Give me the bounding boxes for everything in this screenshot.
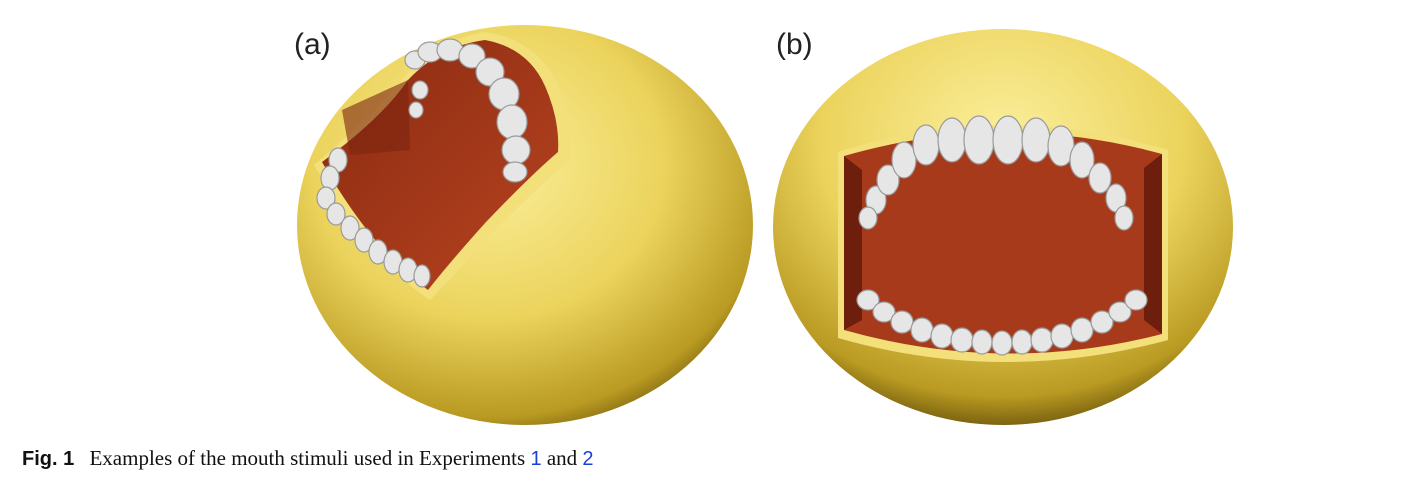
mouth-stimulus-side-view [297, 25, 753, 425]
lower-teeth [856, 289, 1148, 356]
lower-teeth [316, 147, 431, 288]
figure-label: Fig. 1 [22, 448, 75, 470]
mouth-wall-right [1144, 154, 1162, 334]
upper-teeth [404, 38, 531, 183]
mouth-wall [342, 80, 410, 155]
mouth-interior [844, 132, 1162, 354]
experiment-2-link[interactable]: 2 [582, 448, 594, 470]
caption-text: Examples of the mouth stimuli used in Ex… [89, 446, 526, 470]
panel-label-b: (b) [776, 28, 813, 61]
figure-caption: Fig. 1 Examples of the mouth stimuli use… [22, 446, 594, 471]
mouth-stimulus-front-view [773, 29, 1233, 425]
experiment-1-link[interactable]: 1 [530, 448, 542, 470]
caption-conjunction: and [546, 446, 578, 470]
upper-teeth [858, 115, 1134, 231]
panel-label-a: (a) [294, 28, 331, 61]
mouth-wall-left [844, 156, 862, 330]
